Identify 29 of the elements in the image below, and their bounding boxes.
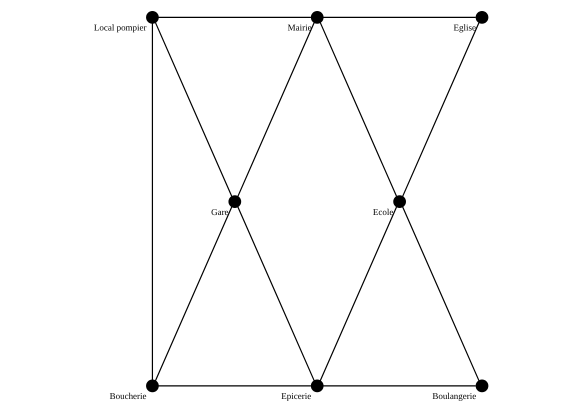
node-circle xyxy=(228,195,241,208)
connector xyxy=(319,206,397,381)
connector xyxy=(154,206,232,381)
connector xyxy=(402,22,479,197)
node-label: Boulangerie xyxy=(432,391,476,402)
connector xyxy=(158,385,310,386)
node-label: Ecole xyxy=(372,206,393,217)
connector xyxy=(319,22,397,197)
node-circle xyxy=(392,195,406,208)
node-circle xyxy=(310,11,324,24)
connector xyxy=(402,206,479,381)
node-label: Local pompier xyxy=(93,22,146,33)
connector xyxy=(236,206,314,381)
connector xyxy=(158,16,310,18)
connector xyxy=(236,22,314,197)
node-label: Epicerie xyxy=(280,391,311,402)
node-circle xyxy=(310,380,324,392)
node-label: Boucherie xyxy=(109,391,146,402)
node-circle xyxy=(475,11,488,24)
connector xyxy=(151,23,153,380)
node-circle xyxy=(146,11,158,24)
connector xyxy=(322,385,476,386)
node-label: Eglise xyxy=(453,22,476,33)
connector xyxy=(154,22,232,197)
connector xyxy=(322,16,476,18)
node-circle xyxy=(146,380,158,392)
node-circle xyxy=(475,380,488,392)
node-label: Gare xyxy=(210,206,228,217)
node-label: Mairie xyxy=(287,22,312,33)
